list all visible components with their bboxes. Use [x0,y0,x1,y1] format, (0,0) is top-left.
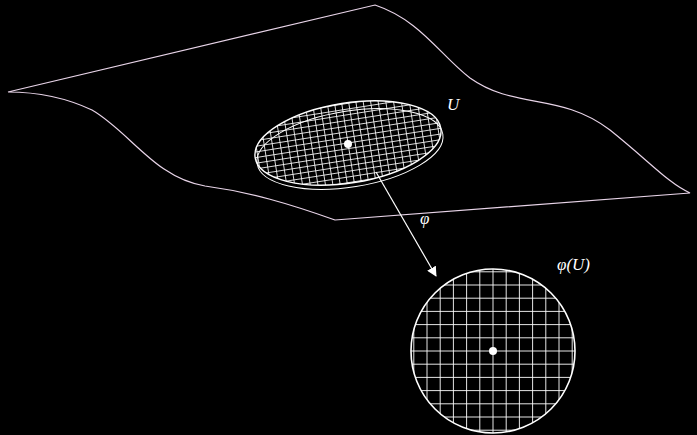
grid-line [400,285,590,286]
manifold-surface [8,5,690,220]
grid-line [400,298,590,299]
grid-line [243,137,456,171]
grid-line [400,430,590,431]
disc-outline [411,269,575,433]
grid-line [532,260,533,435]
grid-line [572,260,573,435]
grid-line [236,93,449,127]
grid-line [235,87,448,121]
grid-line [400,417,590,418]
grid-line [244,143,457,177]
grid-line [447,79,462,173]
grid-line [453,260,454,435]
grid-line [247,159,460,193]
grid-line [247,165,460,199]
grid-line [240,115,453,149]
chart-arrow [376,172,436,276]
grid-line [479,260,480,435]
math-label: φ [420,210,429,227]
grid-line [241,126,454,160]
grid-line [242,132,455,166]
grid-line [400,390,590,391]
grid-line [240,121,453,155]
grid-line [400,364,590,365]
math-label: φ(U) [557,256,590,273]
grid-line [413,260,414,435]
grid-line [239,110,452,144]
patch-outline [249,89,447,197]
grid-line [440,260,441,435]
grid-line [559,260,560,435]
image-point [489,347,497,355]
patch-grid-rotated [234,79,462,207]
grid-line [400,377,590,378]
math-label: U [447,96,459,113]
point [344,140,352,148]
grid-line [238,104,451,138]
grid-line [400,337,590,338]
grid-line [400,403,590,404]
grid-line [431,81,446,175]
grid-line [506,260,507,435]
disc-grid [400,260,590,435]
grid-line [519,260,520,435]
grid-line [400,311,590,312]
grid-line [234,112,249,206]
grid-line [427,260,428,435]
grid-line [400,324,590,325]
grid-line [466,260,467,435]
patch-grid [234,79,462,207]
grid-line [245,148,458,182]
grid-line [545,260,546,435]
